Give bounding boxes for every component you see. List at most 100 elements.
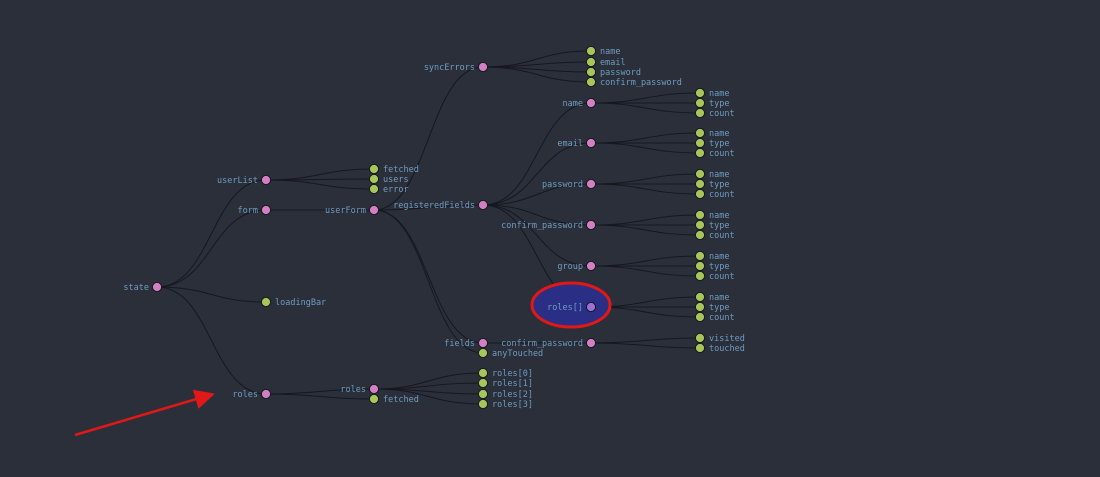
node-dot[interactable] <box>260 204 272 216</box>
tree-node-leaf[interactable]: anyTouched <box>477 347 543 359</box>
node-dot[interactable] <box>585 178 597 190</box>
tree-node-leaf[interactable]: visited <box>694 332 745 344</box>
tree-node-branch[interactable]: userForm <box>325 204 380 216</box>
node-dot[interactable] <box>585 66 597 78</box>
tree-node-leaf[interactable]: count <box>694 147 735 159</box>
node-dot[interactable] <box>477 398 489 410</box>
node-dot[interactable] <box>694 137 706 149</box>
tree-node-leaf[interactable]: roles[3] <box>477 398 533 410</box>
node-dot[interactable] <box>585 301 597 313</box>
tree-node-leaf[interactable]: count <box>694 188 735 200</box>
tree-node-branch[interactable]: roles[] <box>547 301 597 313</box>
tree-node-leaf[interactable]: name <box>585 45 620 57</box>
node-dot[interactable] <box>477 388 489 400</box>
node-dot[interactable] <box>368 183 380 195</box>
node-dot[interactable] <box>585 337 597 349</box>
tree-node-leaf[interactable]: users <box>368 173 409 185</box>
tree-node-branch[interactable]: registeredFields <box>393 199 489 211</box>
node-dot[interactable] <box>694 270 706 282</box>
tree-node-leaf[interactable]: roles[2] <box>477 388 533 400</box>
node-dot[interactable] <box>694 188 706 200</box>
tree-node-leaf[interactable]: touched <box>694 342 745 354</box>
node-dot[interactable] <box>694 229 706 241</box>
node-dot[interactable] <box>694 178 706 190</box>
tree-node-leaf[interactable]: name <box>694 250 729 262</box>
tree-node-leaf[interactable]: name <box>694 127 729 139</box>
tree-node-branch[interactable]: userList <box>217 174 272 186</box>
tree-node-branch[interactable]: password <box>542 178 597 190</box>
node-dot[interactable] <box>585 45 597 57</box>
node-dot[interactable] <box>694 301 706 313</box>
node-dot[interactable] <box>477 377 489 389</box>
node-dot[interactable] <box>260 296 272 308</box>
tree-node-branch[interactable]: email <box>557 137 597 149</box>
tree-node-branch[interactable]: group <box>557 260 597 272</box>
tree-node-leaf[interactable]: roles[1] <box>477 377 533 389</box>
node-dot[interactable] <box>260 388 272 400</box>
node-dot[interactable] <box>477 337 489 349</box>
tree-node-leaf[interactable]: email <box>585 56 626 68</box>
node-dot[interactable] <box>585 56 597 68</box>
tree-node-leaf[interactable]: name <box>694 168 729 180</box>
node-dot[interactable] <box>694 107 706 119</box>
node-dot[interactable] <box>694 147 706 159</box>
tree-node-branch[interactable]: confirm_password <box>501 219 597 231</box>
node-dot[interactable] <box>694 168 706 180</box>
node-dot[interactable] <box>694 342 706 354</box>
tree-node-branch[interactable]: roles <box>340 383 380 395</box>
tree-node-leaf[interactable]: count <box>694 229 735 241</box>
node-dot[interactable] <box>585 76 597 88</box>
node-dot[interactable] <box>694 332 706 344</box>
tree-node-leaf[interactable]: count <box>694 270 735 282</box>
tree-node-leaf[interactable]: count <box>694 311 735 323</box>
node-dot[interactable] <box>368 173 380 185</box>
node-dot[interactable] <box>260 174 272 186</box>
node-dot[interactable] <box>694 97 706 109</box>
node-dot[interactable] <box>368 383 380 395</box>
tree-node-branch[interactable]: fields <box>444 337 489 349</box>
tree-node-branch[interactable]: roles <box>232 388 272 400</box>
node-dot[interactable] <box>585 219 597 231</box>
tree-node-branch[interactable]: state <box>123 281 163 293</box>
tree-node-branch[interactable]: form <box>238 204 272 216</box>
tree-node-leaf[interactable]: name <box>694 209 729 221</box>
node-dot[interactable] <box>694 209 706 221</box>
tree-node-leaf[interactable]: loadingBar <box>260 296 326 308</box>
tree-node-leaf[interactable]: type <box>694 178 729 190</box>
tree-node-branch[interactable]: name <box>563 97 597 109</box>
node-dot[interactable] <box>585 97 597 109</box>
tree-node-branch[interactable]: confirm_password <box>501 337 597 349</box>
node-dot[interactable] <box>694 250 706 262</box>
node-dot[interactable] <box>477 61 489 73</box>
tree-node-leaf[interactable]: roles[0] <box>477 367 533 379</box>
node-dot[interactable] <box>694 87 706 99</box>
node-dot[interactable] <box>151 281 163 293</box>
tree-node-leaf[interactable]: fetched <box>368 393 419 405</box>
tree-node-leaf[interactable]: name <box>694 87 729 99</box>
tree-node-leaf[interactable]: name <box>694 291 729 303</box>
node-dot[interactable] <box>368 393 380 405</box>
tree-node-leaf[interactable]: type <box>694 301 729 313</box>
node-dot[interactable] <box>694 311 706 323</box>
node-dot[interactable] <box>694 260 706 272</box>
node-dot[interactable] <box>477 347 489 359</box>
tree-node-leaf[interactable]: type <box>694 219 729 231</box>
tree-node-leaf[interactable]: type <box>694 97 729 109</box>
node-dot[interactable] <box>585 137 597 149</box>
node-dot[interactable] <box>694 127 706 139</box>
tree-node-leaf[interactable]: confirm_password <box>585 76 682 88</box>
node-dot[interactable] <box>368 204 380 216</box>
tree-node-leaf[interactable]: type <box>694 137 729 149</box>
tree-node-leaf[interactable]: fetched <box>368 163 419 175</box>
node-dot[interactable] <box>694 291 706 303</box>
node-dot[interactable] <box>694 219 706 231</box>
node-dot[interactable] <box>585 260 597 272</box>
tree-node-leaf[interactable]: count <box>694 107 735 119</box>
tree-node-leaf[interactable]: type <box>694 260 729 272</box>
node-dot[interactable] <box>477 367 489 379</box>
tree-node-leaf[interactable]: password <box>585 66 641 78</box>
node-dot[interactable] <box>477 199 489 211</box>
tree-node-leaf[interactable]: error <box>368 183 409 195</box>
tree-node-branch[interactable]: syncErrors <box>424 61 489 73</box>
node-dot[interactable] <box>368 163 380 175</box>
